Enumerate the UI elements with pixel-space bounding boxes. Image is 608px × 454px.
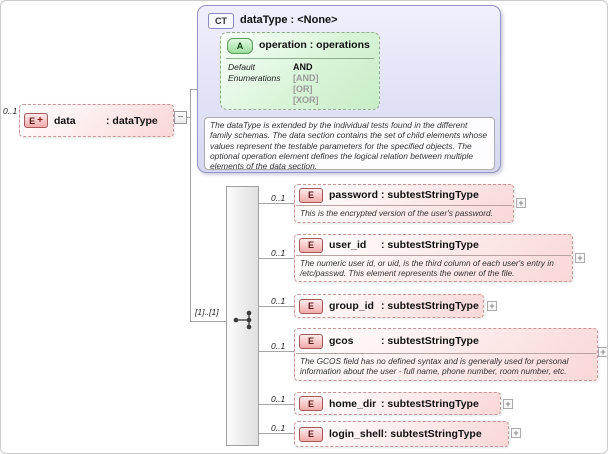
element-name: group_id xyxy=(329,300,374,312)
facet-enumerations-label: Enumerations xyxy=(228,73,281,83)
element-type: : subtestStringType xyxy=(381,397,479,410)
expand-plus-button[interactable]: + xyxy=(511,428,521,438)
divider xyxy=(296,353,596,354)
element-icon: E+ xyxy=(24,113,48,128)
element-box-group-id[interactable]: E group_id : subtestStringType xyxy=(294,294,484,318)
element-title-row: E+ data : dataType xyxy=(20,105,173,136)
element-name: data xyxy=(54,114,76,127)
element-icon: E xyxy=(299,426,323,442)
element-type: : subtestStringType xyxy=(383,428,482,440)
element-annotation: This is the encrypted version of the use… xyxy=(300,208,493,218)
element-annotation: The GCOS field has no defined syntax and… xyxy=(300,356,569,377)
compositor-cardinality-label: [1]..[1] xyxy=(195,307,219,317)
complextype-box-dataType[interactable]: CT dataType : <None> A operation : opera… xyxy=(197,5,501,173)
cardinality-label: 0..1 xyxy=(271,248,286,258)
element-title-row: E password : subtestStringType xyxy=(295,185,513,205)
element-icon: E xyxy=(299,298,323,314)
plus-icon: + xyxy=(37,115,43,126)
complextype-annotation: The dataType is extended by the individu… xyxy=(204,117,495,171)
element-title-row: E home_dir : subtestStringType xyxy=(295,393,500,414)
element-type: : subtestStringType xyxy=(381,189,479,201)
attribute-box-operation[interactable]: A operation : operations Default AND Enu… xyxy=(220,32,380,110)
connector-line xyxy=(259,433,294,434)
collapse-button[interactable]: − xyxy=(174,111,187,124)
element-icon: E xyxy=(299,396,323,411)
facet-default-value: AND xyxy=(293,62,313,72)
complextype-icon: CT xyxy=(208,13,234,29)
element-icon: E xyxy=(299,333,323,349)
connector-line xyxy=(259,404,294,405)
element-box-data[interactable]: E+ data : dataType xyxy=(19,104,174,137)
expand-plus-button[interactable]: + xyxy=(503,399,513,409)
element-type: : subtestStringType xyxy=(381,300,479,312)
element-title-row: E gcos : subtestStringType xyxy=(295,329,597,353)
element-title-row: E user_id : subtestStringType xyxy=(295,235,572,255)
connector-line xyxy=(190,89,191,322)
divider xyxy=(296,255,571,256)
facet-enum-value: [AND] xyxy=(293,73,319,83)
element-box-password[interactable]: E password : subtestStringType This is t… xyxy=(294,184,514,223)
sequence-compositor-bar[interactable] xyxy=(226,186,259,446)
facet-enum-value: [XOR] xyxy=(293,95,319,105)
element-box-login-shell[interactable]: E login_shell : subtestStringType xyxy=(294,421,509,447)
connector-line xyxy=(259,258,294,259)
element-name: login_shell xyxy=(329,428,384,440)
expand-plus-button[interactable]: + xyxy=(487,301,497,311)
cardinality-label: 0..1 xyxy=(271,423,286,433)
element-name: password xyxy=(329,189,379,201)
cardinality-label: 0..1 xyxy=(271,296,286,306)
element-title-row: E login_shell : subtestStringType xyxy=(295,422,508,446)
element-name: gcos xyxy=(329,335,354,347)
connector-line xyxy=(259,351,294,352)
sequence-icon xyxy=(233,310,252,330)
divider xyxy=(296,205,512,206)
cardinality-label: 0..1 xyxy=(271,341,286,351)
element-box-user-id[interactable]: E user_id : subtestStringType The numeri… xyxy=(294,234,573,282)
expand-plus-button[interactable]: + xyxy=(516,198,526,208)
element-box-gcos[interactable]: E gcos : subtestStringType The GCOS fiel… xyxy=(294,328,598,381)
facet-enum-value: [OR] xyxy=(293,84,313,94)
cardinality-label: 0..1 xyxy=(271,193,286,203)
element-name: home_dir xyxy=(329,397,377,410)
connector-line xyxy=(259,203,294,204)
connector-line xyxy=(190,321,226,322)
element-title-row: E group_id : subtestStringType xyxy=(295,295,483,317)
element-icon: E xyxy=(299,237,323,253)
cardinality-label: 0..1 xyxy=(271,394,286,404)
connector-line xyxy=(259,306,294,307)
divider xyxy=(226,58,374,59)
connector-line xyxy=(187,117,191,118)
element-type: : dataType xyxy=(106,114,158,127)
expand-plus-button[interactable]: + xyxy=(598,347,607,357)
element-name: user_id xyxy=(329,239,367,251)
element-annotation: The numeric user id, or uid, is the thir… xyxy=(300,258,554,279)
element-type: : subtestStringType xyxy=(381,239,479,251)
element-box-home-dir[interactable]: E home_dir : subtestStringType xyxy=(294,392,501,415)
facet-default-label: Default xyxy=(228,62,255,72)
complextype-title: dataType : <None> xyxy=(240,14,338,26)
cardinality-label: 0..1 xyxy=(3,106,18,116)
expand-plus-button[interactable]: + xyxy=(575,253,585,263)
element-icon: E xyxy=(299,187,323,203)
attribute-icon: A xyxy=(227,38,253,54)
element-type: : subtestStringType xyxy=(381,335,479,347)
attribute-title: operation : operations xyxy=(259,39,370,51)
